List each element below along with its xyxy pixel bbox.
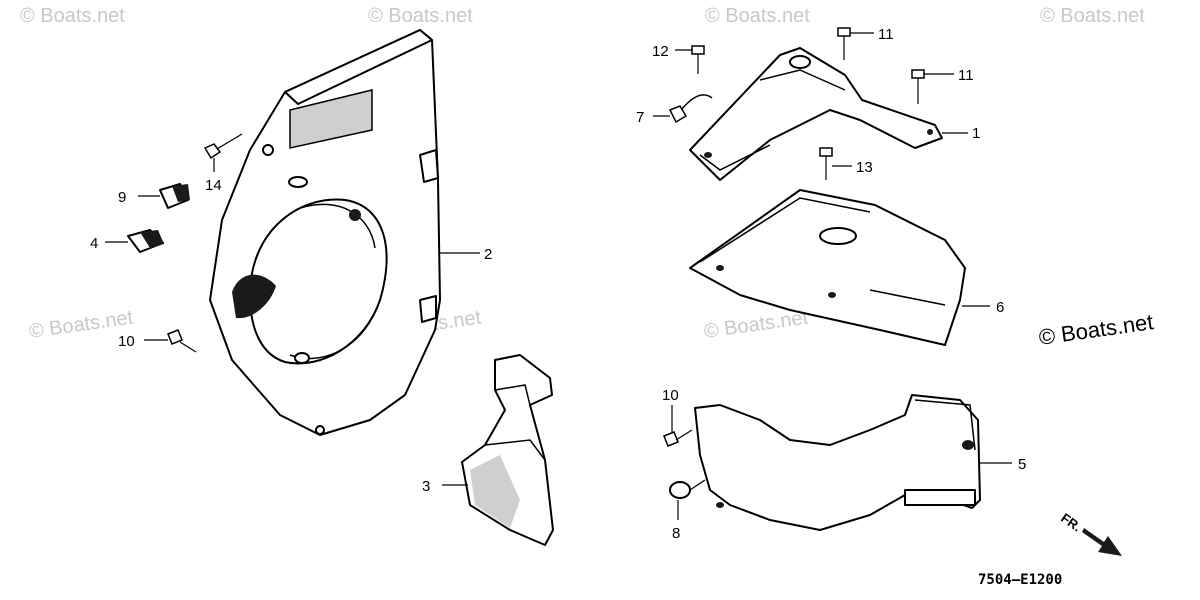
direction-arrow-icon bbox=[1082, 528, 1122, 556]
part-10-bolt-left bbox=[167, 329, 197, 353]
watermark: © Boats.net bbox=[20, 5, 125, 27]
part-11-bolt-top bbox=[837, 27, 851, 60]
watermark: © Boats.net bbox=[1040, 5, 1145, 27]
part-5-shroud bbox=[694, 394, 981, 531]
part-2-fan-cover bbox=[209, 29, 441, 436]
part-14-bolt bbox=[203, 133, 243, 160]
callout-1: 1 bbox=[972, 125, 980, 142]
part-1-bracket bbox=[689, 47, 943, 181]
leader-lines bbox=[105, 32, 1012, 520]
callout-4: 4 bbox=[90, 235, 98, 252]
direction-label: FR. bbox=[1058, 510, 1084, 534]
part-10-bolt-right bbox=[663, 429, 693, 447]
part-9-cap bbox=[159, 183, 190, 209]
part-7-clip bbox=[668, 94, 713, 124]
part-6-cover-plate bbox=[689, 189, 966, 346]
part-3-guard bbox=[461, 354, 554, 546]
callout-7: 7 bbox=[636, 109, 644, 126]
watermark-large: © Boats.net bbox=[1037, 309, 1155, 350]
callout-6: 6 bbox=[996, 299, 1004, 316]
part-13-bolt bbox=[819, 147, 833, 180]
callout-3: 3 bbox=[422, 478, 430, 495]
callouts: 1 2 3 4 5 6 7 8 9 10 10 11 11 12 13 14 bbox=[90, 26, 1026, 542]
callout-9: 9 bbox=[118, 189, 126, 206]
callout-12: 12 bbox=[652, 43, 669, 60]
watermark: © Boats.net bbox=[705, 5, 810, 27]
callout-8: 8 bbox=[672, 525, 680, 542]
callout-14: 14 bbox=[205, 177, 222, 194]
callout-2: 2 bbox=[484, 246, 492, 263]
watermarks: © Boats.net © Boats.net © Boats.net © Bo… bbox=[20, 5, 1155, 350]
watermark: © Boats.net bbox=[368, 5, 473, 27]
callout-5: 5 bbox=[1018, 456, 1026, 473]
front-direction-indicator: FR. bbox=[1058, 510, 1122, 556]
callout-10-right: 10 bbox=[662, 387, 679, 404]
callout-10-left: 10 bbox=[118, 333, 135, 350]
part-11-bolt-right bbox=[911, 69, 925, 104]
callout-11-top: 11 bbox=[878, 26, 894, 43]
part-12-bolt bbox=[691, 45, 705, 74]
callout-13: 13 bbox=[856, 159, 873, 176]
part-4-cap bbox=[127, 229, 164, 253]
watermark: © Boats.net bbox=[703, 307, 810, 343]
part-8-clamp bbox=[669, 479, 706, 499]
diagram-code: 7504—E1200 bbox=[978, 572, 1062, 588]
callout-11-right: 11 bbox=[958, 67, 974, 84]
